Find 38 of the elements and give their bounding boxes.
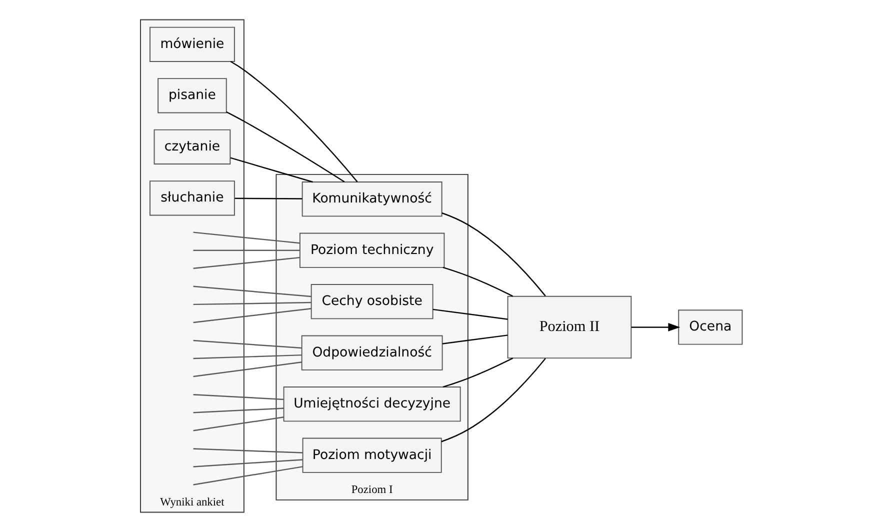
connector [193,232,300,244]
connector [193,416,284,432]
node-box: Komunikatywność [302,182,442,217]
connector [193,394,284,400]
connector [432,308,508,320]
node-box: czytanie [154,129,231,164]
node-box: Ocena [678,310,743,345]
connector [226,111,345,182]
connector [193,459,303,468]
connector [193,408,284,414]
node-box: Poziom II [507,296,632,359]
connector [193,286,312,298]
connector [193,466,303,486]
connector [442,212,546,296]
connector [442,266,514,297]
node-box: Cechy osobiste [310,284,434,320]
connector [193,250,300,251]
connector [442,334,508,344]
connector [442,358,514,388]
arrow [631,323,680,332]
connector [230,60,358,182]
connector [193,308,312,324]
connector [441,358,546,442]
connector [193,448,303,454]
node-box: Umiejętności decyzyjne [283,386,461,422]
node-box: mówienie [150,26,235,62]
node-box: słuchanie [150,180,235,216]
connector [193,361,302,378]
connector [230,157,314,183]
node-box: Odpowiedzialność [301,335,443,370]
connector [193,340,302,349]
node-box: pisanie [158,78,227,114]
connector [193,256,300,269]
node-box: Poziom motywacji [302,438,442,473]
connector [193,302,312,306]
connector [234,198,302,200]
connector [193,354,302,360]
node-box: Poziom techniczny [299,232,445,268]
